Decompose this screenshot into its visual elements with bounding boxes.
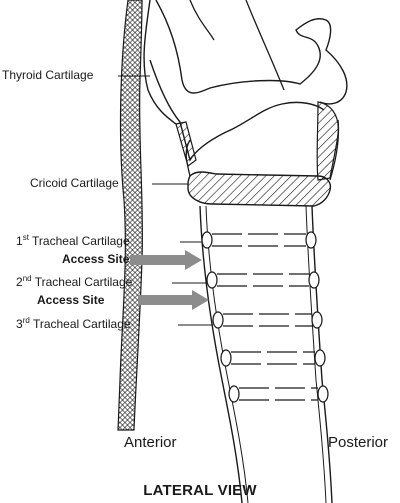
tracheal-ring-1 [201, 231, 317, 249]
label-tracheal-3-number: 3 [16, 317, 23, 331]
trachea-posterior-wall [311, 205, 333, 503]
access-arrow-2 [138, 290, 209, 310]
tracheal-ring-5 [228, 385, 329, 403]
label-posterior: Posterior [328, 434, 389, 451]
figure-title: LATERAL VIEW [143, 482, 257, 499]
cricoid-cartilage [187, 171, 332, 207]
label-access-site-1: Access Site [62, 252, 130, 266]
tracheal-rings [201, 231, 329, 403]
label-tracheal-1-text: Tracheal Cartilage [32, 234, 130, 248]
tracheal-ring-4 [220, 349, 326, 367]
label-thyroid-cartilage: Thyroid Cartilage [2, 68, 94, 82]
label-cricoid-cartilage: Cricoid Cartilage [30, 176, 119, 190]
label-tracheal-2-text: Tracheal Cartilage [34, 275, 133, 289]
trachea-anterior-wall-inner [205, 205, 249, 503]
tracheal-ring-2 [206, 271, 320, 289]
label-tracheal-2: 2nd Tracheal Cartilage [16, 274, 133, 290]
label-access-site-2: Access Site [37, 293, 105, 307]
hyoid-outline [155, 0, 348, 105]
label-tracheal-2-ordinal: nd [22, 274, 32, 283]
trachea-posterior-wall-inner [305, 205, 327, 503]
label-tracheal-1-ordinal: st [22, 233, 29, 242]
thyroid-cartilage [149, 59, 325, 162]
label-tracheal-1-number: 1 [16, 234, 23, 248]
epiglottis [143, 0, 177, 125]
leader-lines [118, 75, 213, 326]
access-arrows [130, 250, 209, 310]
tracheal-ring-3 [212, 311, 323, 329]
label-tracheal-3-text: Tracheal Cartilage [32, 317, 131, 331]
label-tracheal-3: 3rd Tracheal Cartilage [16, 316, 131, 332]
posterior-pharynx [189, 0, 285, 91]
label-tracheal-2-number: 2 [16, 275, 23, 289]
label-tracheal-3-ordinal: rd [22, 316, 30, 325]
thyroid-hatched [175, 121, 197, 168]
trachea-anterior-wall [199, 205, 243, 503]
access-arrow-1 [130, 250, 202, 270]
label-anterior: Anterior [124, 434, 177, 451]
anterior-neck-tissue [117, 0, 144, 431]
cricoid-top [185, 119, 340, 181]
label-tracheal-1: 1st Tracheal Cartilage [16, 233, 130, 249]
arytenoid-hatched [316, 101, 339, 181]
